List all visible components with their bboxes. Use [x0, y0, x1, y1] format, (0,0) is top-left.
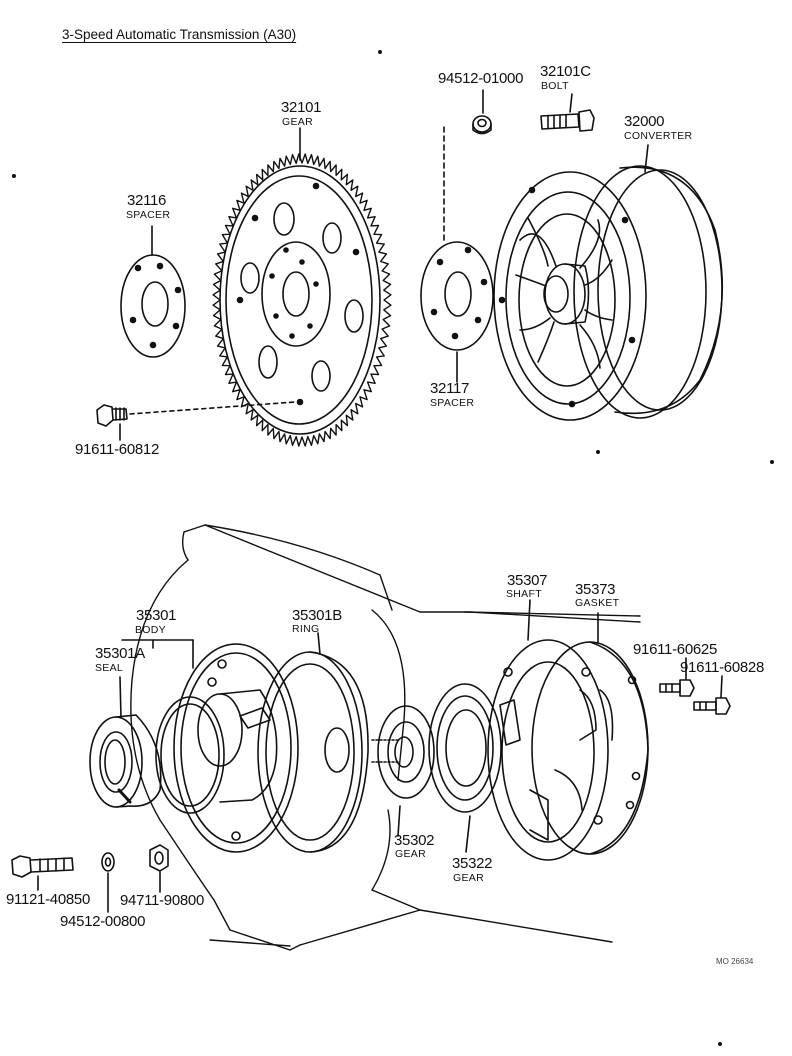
bolt-32101C-drawing [540, 93, 595, 132]
part-name-32000: CONVERTER [624, 130, 693, 142]
seal-35301A-drawing [89, 676, 162, 808]
part-number-32101C[interactable]: 32101C [540, 63, 591, 80]
bolt-91611-60812-drawing [96, 401, 296, 441]
part-name-35307: SHAFT [506, 588, 542, 600]
part-name-35302: GEAR [395, 848, 426, 860]
part-number-35301B[interactable]: 35301B [292, 607, 342, 624]
pump-body-35301-drawing [121, 639, 299, 853]
washer-94512-00800-drawing [101, 852, 115, 913]
bolt-91611-60828-drawing [693, 675, 731, 715]
spacer-32116-drawing [120, 225, 186, 358]
part-number-32117[interactable]: 32117 [430, 380, 470, 397]
gasket-35373-drawing [531, 612, 649, 855]
washer-94512-01000-drawing [472, 89, 492, 135]
o-ring-drawing [155, 696, 225, 814]
part-name-32101: GEAR [282, 116, 313, 128]
pump-ring-35301B-drawing [257, 632, 369, 853]
diagram-title: 3-Speed Automatic Transmission (A30) [62, 27, 297, 42]
part-number-35373[interactable]: 35373 [575, 581, 616, 598]
part-number-91611-60625[interactable]: 91611-60625 [633, 641, 718, 658]
transmission-case-outline [130, 524, 641, 951]
part-number-35322[interactable]: 35322 [452, 855, 493, 872]
part-number-32000[interactable]: 32000 [624, 113, 665, 130]
part-name-35301: BODY [135, 624, 166, 636]
part-name-35322: GEAR [453, 872, 484, 884]
bolt-91611-60625-drawing [659, 657, 695, 697]
part-name-35301B: RING [292, 623, 320, 635]
bolt-91121-40850-drawing [11, 855, 74, 891]
part-number-91611-60812[interactable]: 91611-60812 [75, 441, 160, 458]
part-name-32116: SPACER [126, 209, 171, 221]
part-number-94512-00800[interactable]: 94512-00800 [60, 913, 146, 930]
part-number-35307[interactable]: 35307 [507, 572, 548, 589]
part-number-91121-40850[interactable]: 91121-40850 [6, 891, 91, 908]
part-number-32101[interactable]: 32101 [281, 99, 322, 116]
part-number-91611-60828[interactable]: 91611-60828 [680, 659, 765, 676]
part-number-94711-90800[interactable]: 94711-90800 [120, 892, 205, 909]
ring-gear-32101-drawing [212, 127, 392, 447]
part-name-35301A: SEAL [95, 662, 124, 674]
stator-shaft-35307-drawing [487, 599, 609, 861]
drawing-code: MO 26634 [716, 957, 754, 966]
part-name-32117: SPACER [430, 397, 475, 409]
part-name-35373: GASKET [575, 597, 620, 609]
part-number-94512-01000[interactable]: 94512-01000 [438, 70, 524, 87]
part-number-35302[interactable]: 35302 [394, 832, 435, 849]
drive-gear-35302-drawing [371, 705, 435, 837]
torque-converter-32000-drawing [493, 144, 724, 421]
part-number-35301[interactable]: 35301 [136, 607, 177, 624]
driven-gear-35322-drawing [428, 683, 502, 853]
part-number-32116[interactable]: 32116 [127, 192, 167, 209]
part-number-35301A[interactable]: 35301A [95, 645, 145, 662]
spacer-32117-drawing [420, 126, 494, 383]
nut-94711-90800-drawing [149, 844, 169, 893]
part-name-32101C: BOLT [541, 80, 569, 92]
